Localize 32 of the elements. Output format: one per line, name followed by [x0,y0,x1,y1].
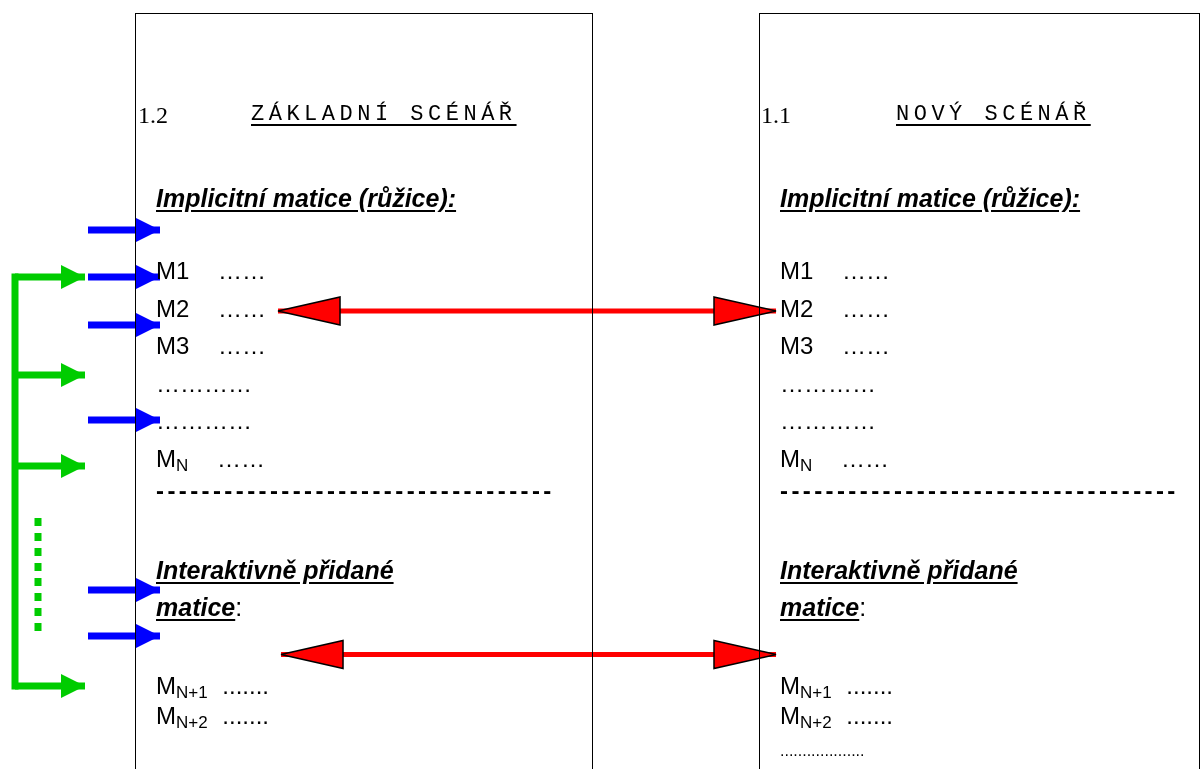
dashed-separator: ----------------------------------- [780,477,1179,505]
placeholder-text: ………… [780,370,876,398]
page-panel [759,13,1200,769]
section-heading: Implicitní matice (růžice): [780,184,1081,213]
placeholder-text: ………… [780,407,876,435]
double-arrow [280,639,777,670]
matrix-row: M3 …… [780,332,890,360]
dashed-separator: ----------------------------------- [156,477,555,505]
matrix-row: M2 …… [156,295,266,323]
double-arrow [277,296,777,326]
section-number: 1.2 [138,102,168,129]
matrix-row: M1 …… [780,257,890,285]
matrix-row: M2 …… [780,295,890,323]
placeholder-text: ................... [780,742,865,760]
matrix-row: M$_{N}$ …… [780,445,889,476]
section-heading: Interaktivně přidané matice: [780,555,1019,623]
section-heading: Interaktivně přidané matice: [156,555,395,623]
matrix-row: M$_{N+2}$ ....... [156,702,269,733]
section-number: 1.1 [761,102,791,129]
section-heading: Implicitní matice (růžice): [156,184,457,213]
section-title: NOVÝ SCÉNÁŘ [896,102,1091,127]
placeholder-text: ………… [156,407,252,435]
bracket-line [11,273,19,690]
matrix-row: M$_{N+1}$ ....... [156,672,269,703]
matrix-row: M$_{N+2}$ ....... [780,702,893,733]
matrix-row: M3 …… [156,332,266,360]
page-panel [135,13,593,769]
matrix-row: M1 …… [156,257,266,285]
matrix-row: M$_{N}$ …… [156,445,265,476]
placeholder-text: ………… [156,370,252,398]
section-title: ZÁKLADNÍ SCÉNÁŘ [251,102,517,127]
matrix-row: M$_{N+1}$ ....... [780,672,893,703]
